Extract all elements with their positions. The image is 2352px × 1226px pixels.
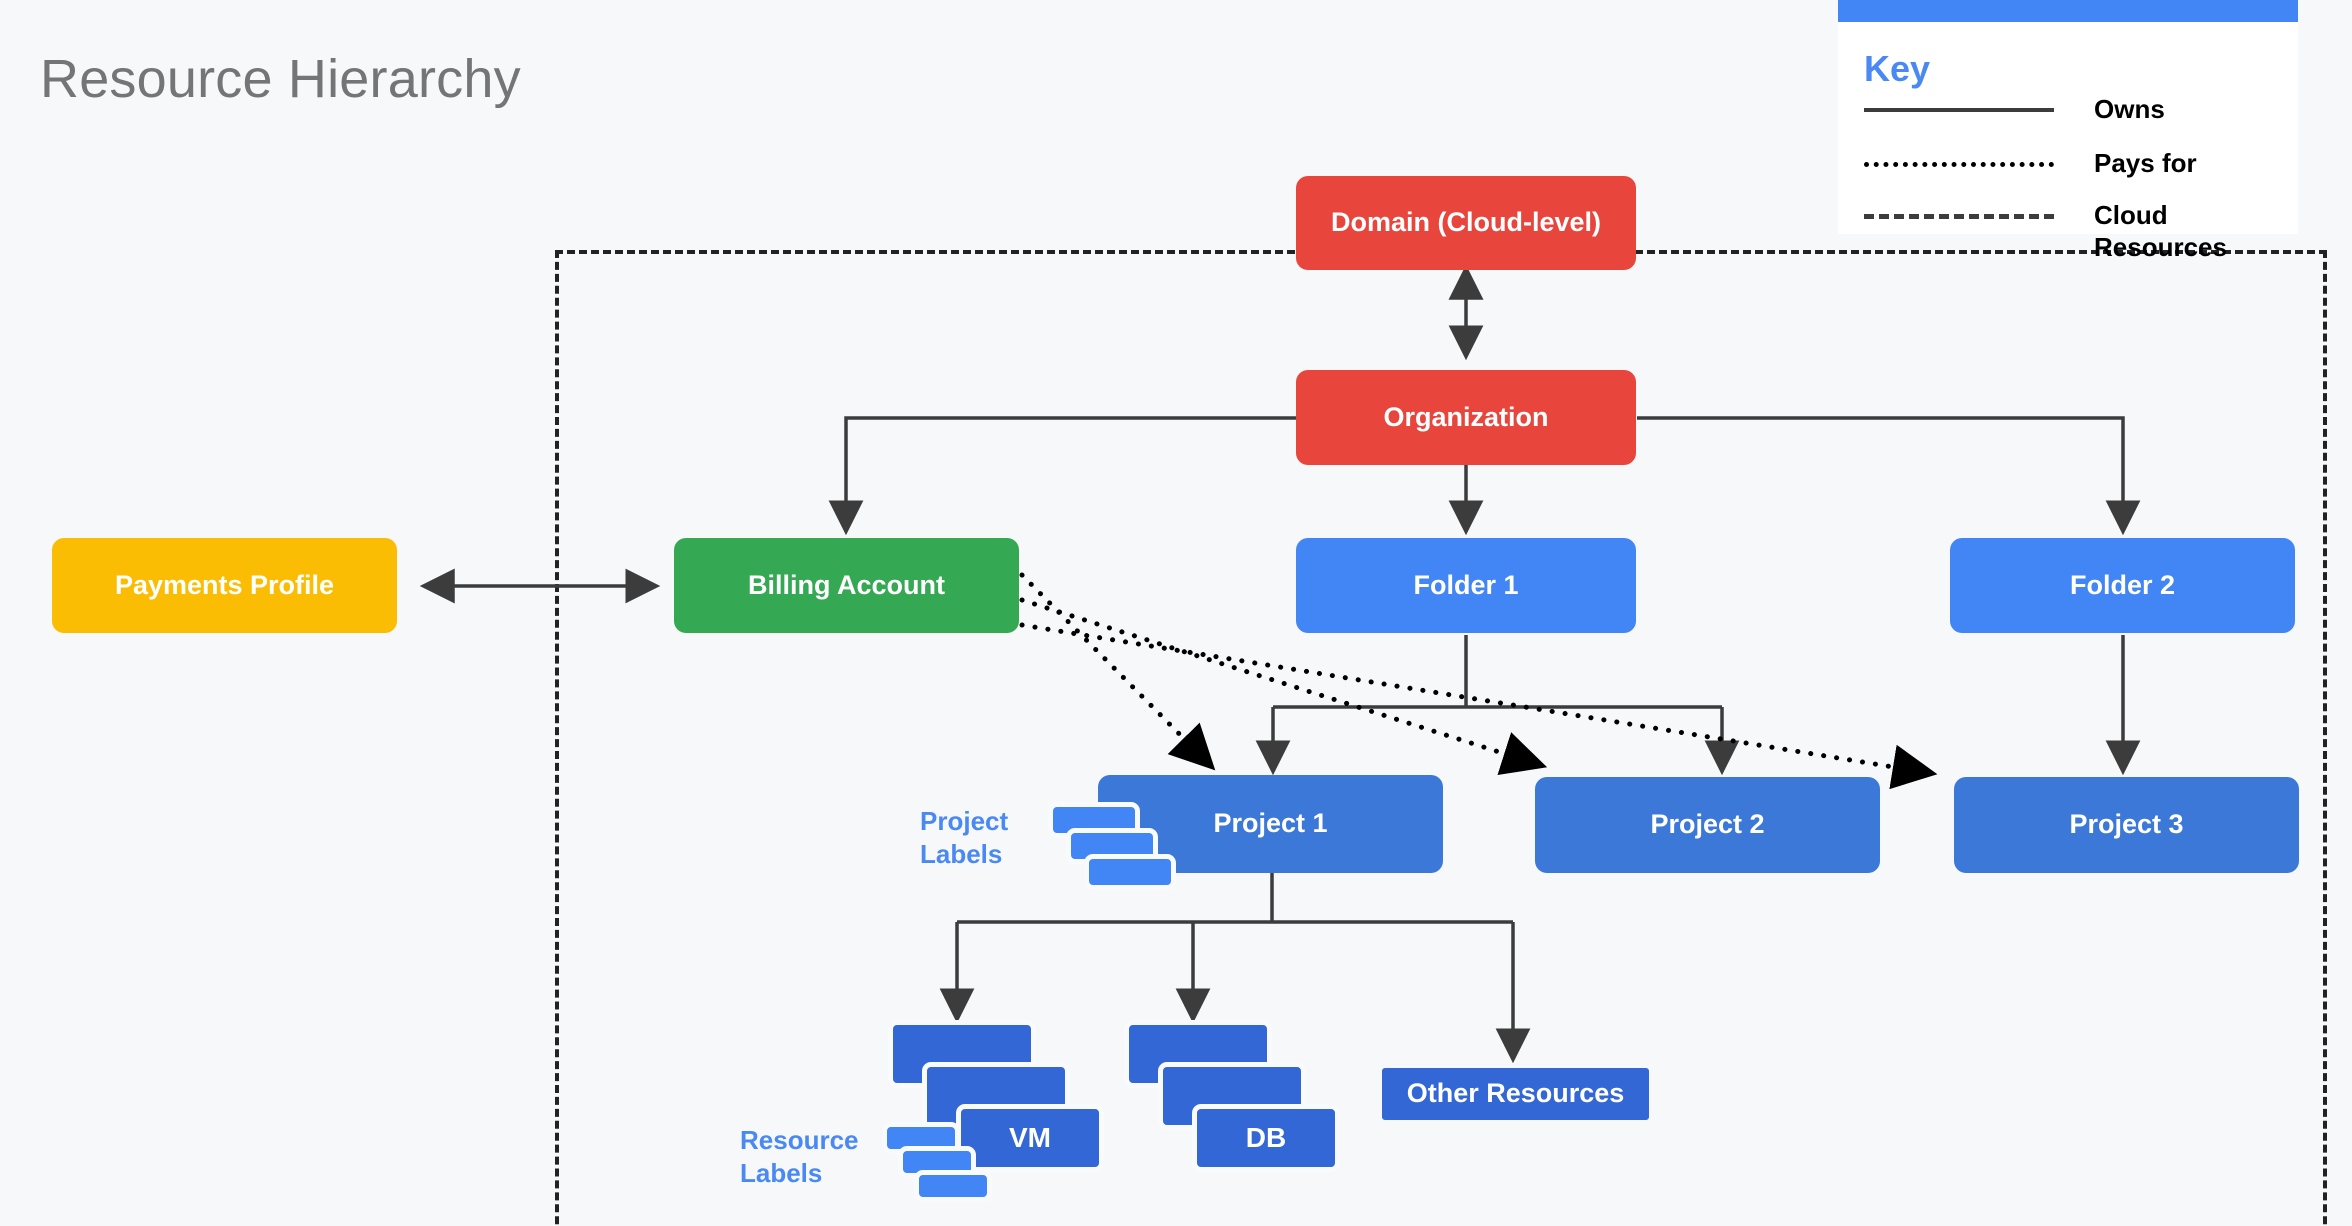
vm-label-stack[interactable] xyxy=(882,1122,1002,1212)
legend-body: Key Owns Pays for Cloud Resources xyxy=(1838,22,2298,262)
resource-labels-line2: Labels xyxy=(740,1157,823,1188)
db-resource-stack[interactable]: DB xyxy=(1124,1020,1354,1200)
legend-row-owns: Owns xyxy=(1864,94,2165,126)
project-labels-line2: Labels xyxy=(920,838,1003,869)
resource-labels-caption: Resource Labels xyxy=(740,1124,859,1189)
node-domain[interactable]: Domain (Cloud-level) xyxy=(1296,176,1636,270)
node-folder-2[interactable]: Folder 2 xyxy=(1950,538,2295,633)
resource-labels-line1: Resource xyxy=(740,1125,859,1155)
db-card-front: DB xyxy=(1192,1104,1340,1172)
legend-accent-bar xyxy=(1838,0,2298,22)
legend-label-cloud-resources: Cloud Resources xyxy=(2094,200,2227,262)
legend-line-dashed-icon xyxy=(1864,214,2054,219)
legend-row-cloud-resources: Cloud Resources xyxy=(1864,200,2279,263)
node-project-2[interactable]: Project 2 xyxy=(1535,777,1880,873)
project-labels-line1: Project xyxy=(920,806,1009,836)
node-billing-account[interactable]: Billing Account xyxy=(674,538,1019,633)
node-folder-1[interactable]: Folder 1 xyxy=(1296,538,1636,633)
node-project-3[interactable]: Project 3 xyxy=(1954,777,2299,873)
node-payments-profile[interactable]: Payments Profile xyxy=(52,538,397,633)
vm-card-front: VM xyxy=(956,1104,1104,1172)
vm-resource-stack[interactable]: VM xyxy=(888,1020,1118,1200)
legend-panel: Key Owns Pays for Cloud Resources xyxy=(1838,0,2298,262)
project-labels-stack[interactable] xyxy=(1048,802,1188,892)
legend-line-dotted-icon xyxy=(1864,162,2054,167)
vm-label-card-3 xyxy=(914,1170,992,1202)
legend-label-pays-for: Pays for xyxy=(2094,148,2197,178)
legend-row-pays-for: Pays for xyxy=(1864,148,2197,180)
project-labels-caption: Project Labels xyxy=(920,805,1008,870)
page-title: Resource Hierarchy xyxy=(40,49,521,109)
legend-title: Key xyxy=(1864,48,1931,89)
legend-label-owns: Owns xyxy=(2094,94,2165,124)
legend-line-solid-icon xyxy=(1864,108,2054,112)
node-other-resources[interactable]: Other Resources xyxy=(1377,1063,1654,1125)
node-organization[interactable]: Organization xyxy=(1296,370,1636,465)
project-label-card-3 xyxy=(1084,854,1176,890)
